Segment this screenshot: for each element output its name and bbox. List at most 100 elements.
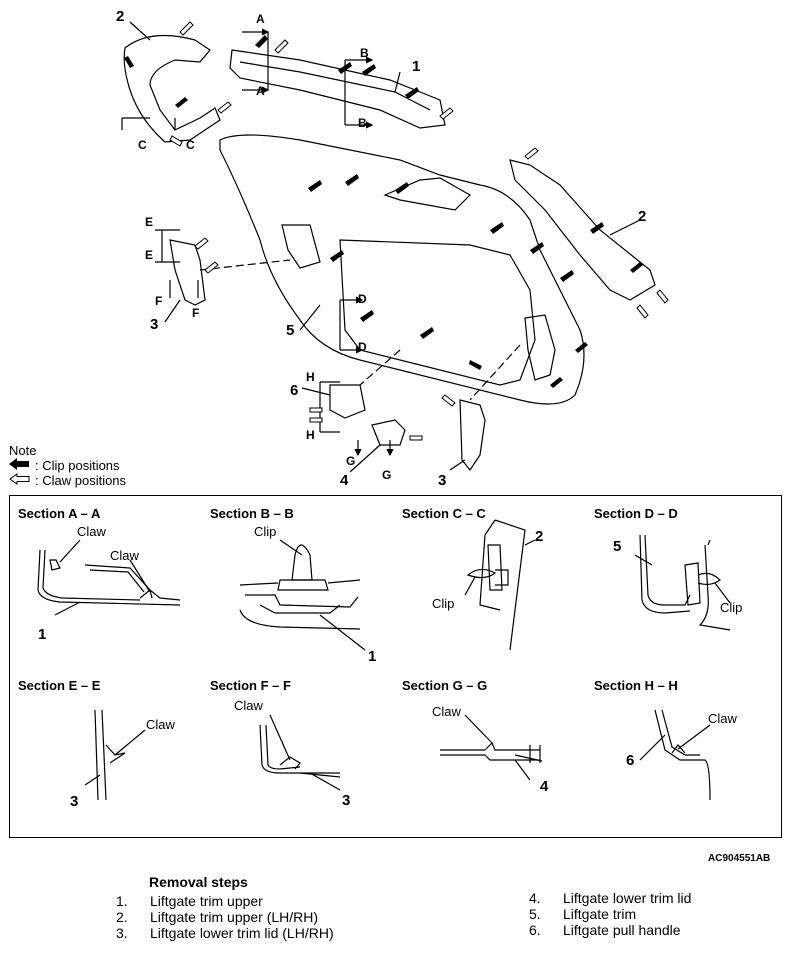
- section-e-drawing: [84, 709, 146, 801]
- claw-arrows: [169, 21, 669, 441]
- marker-h-bottom: H: [306, 428, 315, 442]
- lower-trim-lid-right-part: [459, 399, 486, 472]
- removal-step: 2. Liftgate trim upper (LH/RH): [116, 909, 334, 925]
- section-e-part-number: 3: [70, 793, 79, 810]
- removal-steps-right: 4. Liftgate lower trim lid 5. Liftgate tri…: [529, 890, 691, 938]
- marker-d-top: D: [358, 292, 367, 306]
- marker-b-top: B: [360, 46, 369, 60]
- section-a-part-number: 1: [38, 626, 47, 643]
- section-f-claw-label: Claw: [234, 698, 263, 713]
- marker-f-right: F: [192, 306, 200, 320]
- section-h-drawing: [639, 709, 711, 801]
- section-e-title: Section E – E: [18, 678, 101, 693]
- filled-arrow-icon: [9, 458, 31, 473]
- note-clip-row: : Clip positions: [9, 458, 126, 473]
- removal-steps-left: 1. Liftgate trim upper 2. Liftgate trim up…: [116, 893, 334, 941]
- section-g-part-number: 4: [540, 778, 549, 795]
- marker-e-bottom: E: [145, 248, 154, 262]
- section-b-part-number: 1: [368, 648, 377, 665]
- callout-3-right: 3: [438, 472, 447, 489]
- removal-steps-title: Removal steps: [149, 874, 248, 890]
- section-f-part-number: 3: [342, 792, 351, 809]
- callout-6: 6: [290, 382, 299, 399]
- section-c-clip-label: Clip: [432, 596, 455, 611]
- callout-3-left: 3: [150, 316, 159, 333]
- step-number: 1.: [116, 893, 128, 909]
- marker-g-left: G: [346, 454, 356, 468]
- marker-h-top: H: [306, 370, 315, 384]
- step-number: 2.: [116, 909, 128, 925]
- callout-4: 4: [340, 472, 349, 489]
- section-a-title: Section A – A: [18, 506, 101, 521]
- step-number: 4.: [529, 890, 541, 906]
- step-number: 3.: [116, 925, 128, 941]
- section-h-part-number: 6: [626, 752, 635, 769]
- marker-d-bottom: D: [358, 340, 367, 354]
- sections-panel: [9, 495, 782, 838]
- callout-5: 5: [286, 322, 295, 339]
- section-a-claw-label-1: Claw: [77, 524, 106, 539]
- note-claw-label: : Claw positions: [35, 473, 127, 488]
- section-d-drawing: [634, 534, 731, 631]
- note-title: Note: [9, 443, 37, 458]
- marker-c-right: C: [186, 138, 195, 152]
- section-f-title: Section F – F: [210, 678, 291, 693]
- liftgate-trim-part: [219, 134, 585, 405]
- removal-step: 1. Liftgate trim upper: [116, 893, 334, 909]
- section-h-title: Section H – H: [594, 678, 678, 693]
- section-e-claw-label: Claw: [146, 717, 175, 732]
- step-number: 5.: [529, 906, 541, 922]
- marker-g-right: G: [382, 468, 392, 482]
- clip-arrows: [124, 35, 643, 388]
- section-d-title: Section D – D: [594, 506, 678, 521]
- marker-b-bottom: B: [358, 116, 367, 130]
- exploded-diagram: 1 2 2 3 3 4 5 6 A A B B C C D D E E F F …: [116, 8, 669, 489]
- removal-step: 5. Liftgate trim: [529, 906, 691, 922]
- note-legend: Note : Clip positions : Claw positions: [9, 443, 126, 488]
- marker-a-bottom: A: [256, 84, 265, 98]
- removal-step: 6. Liftgate pull handle: [529, 922, 691, 938]
- marker-a-top: A: [256, 12, 265, 26]
- figure-code: AC904551AB: [708, 853, 771, 864]
- trim-upper-right-part: [509, 159, 656, 301]
- callout-2-right: 2: [638, 208, 647, 225]
- section-a-drawing: [37, 539, 181, 616]
- marker-f-left: F: [155, 294, 163, 308]
- step-text: Liftgate lower trim lid (LH/RH): [150, 925, 334, 941]
- step-text: Liftgate pull handle: [563, 922, 681, 938]
- step-text: Liftgate trim upper: [150, 893, 263, 909]
- section-b-title: Section B – B: [210, 506, 294, 521]
- section-h-claw-label: Claw: [708, 711, 737, 726]
- step-text: Liftgate trim upper (LH/RH): [150, 909, 319, 925]
- note-clip-label: : Clip positions: [35, 458, 120, 473]
- pull-handle-part: [329, 384, 366, 419]
- section-f-drawing: [259, 714, 341, 791]
- step-text: Liftgate trim: [563, 906, 637, 922]
- section-b-clip-label: Clip: [254, 524, 277, 539]
- section-g-drawing: [440, 714, 543, 781]
- marker-c-left: C: [138, 138, 147, 152]
- section-c-drawing: [464, 519, 536, 651]
- trim-upper-left-part: [123, 34, 221, 143]
- section-d-part-number: 5: [613, 538, 622, 555]
- callout-1: 1: [412, 58, 421, 75]
- step-number: 6.: [529, 922, 541, 938]
- step-text: Liftgate lower trim lid: [563, 890, 692, 906]
- trim-upper-part: [229, 49, 446, 129]
- note-claw-row: : Claw positions: [9, 473, 126, 488]
- removal-step: 3. Liftgate lower trim lid (LH/RH): [116, 925, 334, 941]
- outline-arrow-icon: [9, 473, 31, 488]
- lower-trim-lid-part: [371, 419, 406, 446]
- section-c-title: Section C – C: [402, 506, 486, 521]
- section-g-title: Section G – G: [402, 678, 488, 693]
- removal-step: 4. Liftgate lower trim lid: [529, 890, 691, 906]
- section-a-claw-label-2: Claw: [110, 548, 139, 563]
- section-c-part-number: 2: [535, 528, 544, 545]
- section-g-claw-label: Claw: [432, 704, 461, 719]
- marker-e-top: E: [145, 215, 154, 229]
- exploded-diagram-drawing: [121, 21, 669, 473]
- lower-trim-lid-left-part: [169, 239, 206, 306]
- callout-2-left: 2: [116, 8, 125, 25]
- section-d-clip-label: Clip: [720, 600, 743, 615]
- section-b-drawing: [239, 539, 366, 651]
